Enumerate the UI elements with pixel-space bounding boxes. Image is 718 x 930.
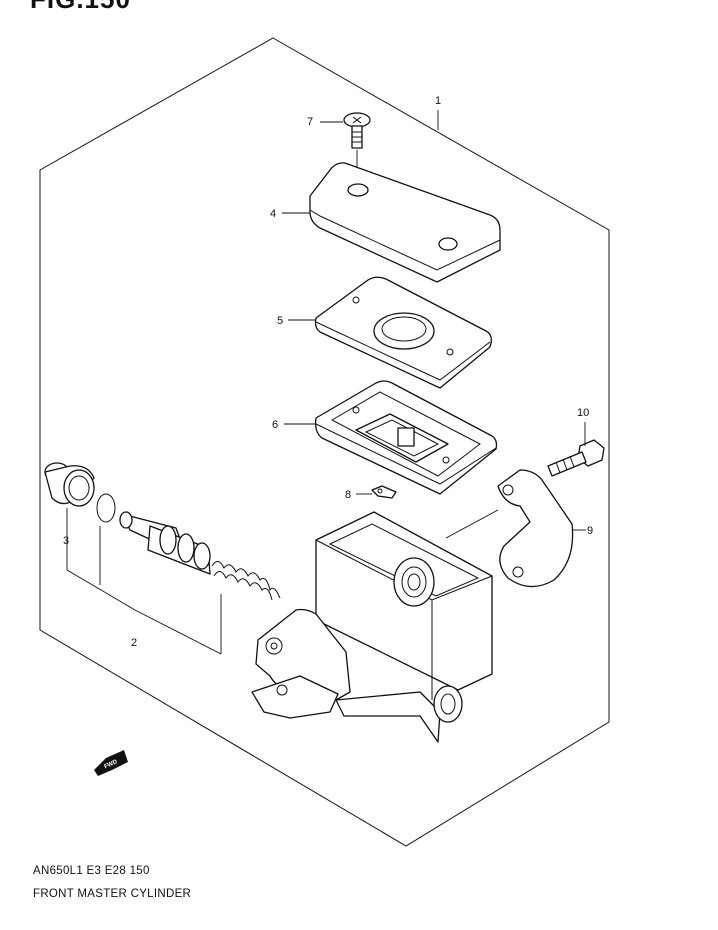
model-code: AN650L1 E3 E28 150	[33, 865, 150, 877]
master-cylinder-body	[251, 511, 493, 743]
callout-4: 4	[270, 208, 276, 220]
callout-1: 1	[435, 95, 441, 107]
diaphragm-plate-part-5	[314, 276, 492, 389]
diagram-name: FRONT MASTER CYLINDER	[33, 888, 192, 900]
callout-5: 5	[277, 315, 283, 327]
clamp-part-9	[497, 469, 586, 588]
bolt-part-10	[547, 422, 605, 477]
fwd-label: FWD	[104, 759, 120, 770]
plate-part-8	[371, 485, 397, 499]
reservoir-cap-part-4	[309, 162, 501, 283]
dust-boot-part-3	[44, 462, 95, 570]
figure-title: FIG.150	[30, 0, 131, 15]
callout-8: 8	[345, 489, 351, 501]
callout-9: 9	[587, 525, 593, 537]
callout-3: 3	[63, 535, 69, 547]
callout-6: 6	[272, 419, 278, 431]
piston-assembly	[119, 511, 281, 654]
callout-7: 7	[307, 116, 313, 128]
assembly-boundary	[39, 37, 610, 847]
callout-2: 2	[131, 637, 137, 649]
circlip	[96, 493, 116, 585]
callout-10: 10	[577, 407, 589, 419]
fwd-arrow-icon: FWD	[94, 750, 128, 776]
diaphragm-part-6	[314, 380, 498, 495]
